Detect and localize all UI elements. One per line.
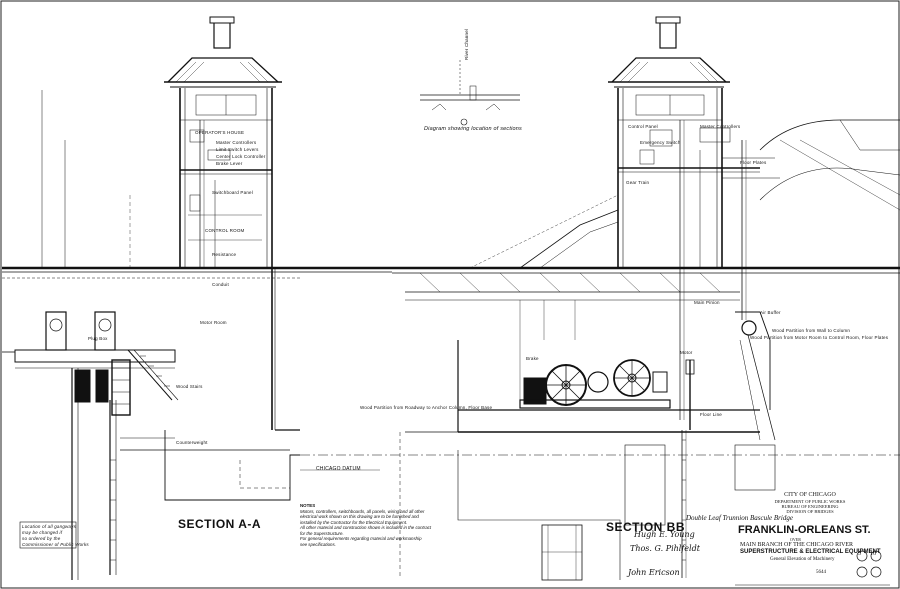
callout-right-6: Motor (680, 350, 693, 355)
callout-left-6: Conduit (212, 282, 229, 287)
callout-right-4: Gear Train (626, 180, 650, 185)
signature-approved: Thos. G. Pihlfeldt (630, 544, 700, 553)
title-sheet-title: General Elevation of Machinery (770, 557, 835, 562)
notes-heading: NOTES (300, 503, 316, 508)
title-bridge-type: Double Leaf Trunnion Bascule Bridge (686, 514, 793, 522)
section-bb-detail (541, 524, 583, 581)
bascule-truss (469, 119, 900, 269)
margin-note-line: may be changed if (22, 530, 63, 535)
section-b-title: SECTION BB (606, 520, 686, 534)
margin-note-line: so ordered by the (22, 536, 61, 541)
notes-line: For general requirements regarding mater… (300, 536, 422, 541)
callout-right-5: Main Pinion (694, 300, 720, 305)
title-division: DIVISION OF BRIDGES (786, 509, 834, 515)
callout-right-8: Air Buffer (760, 310, 781, 315)
title-city: CITY OF CHICAGO (784, 492, 836, 498)
signature-commissioner: John Ericson (628, 568, 680, 577)
title-sheet-total: 16 (870, 551, 876, 557)
callout-left-2: Center Lock Controller (216, 154, 266, 159)
title-block: CITY OF CHICAGO DEPARTMENT OF PUBLIC WOR… (735, 492, 885, 514)
margin-note-line: Commissioner of Public Works (22, 542, 89, 547)
title-department: DEPARTMENT OF PUBLIC WORKS (774, 498, 846, 504)
title-drawing-no: 5644 (816, 570, 826, 575)
notes-line: All other material and construction show… (300, 525, 432, 530)
partition-note: Wood Partition from Motor Room to Contro… (750, 335, 889, 340)
left-tower (164, 16, 300, 431)
callout-right-2: Emergency Switch (640, 140, 681, 145)
callout-left-4: Switchboard Panel (212, 190, 253, 195)
general-notes: NOTES Motors, controllers, switchboards,… (300, 503, 460, 547)
left-roadway (2, 90, 392, 279)
title-river: MAIN BRANCH OF THE CHICAGO RIVER (740, 542, 854, 548)
callout-right-1: Master Controllers (700, 124, 741, 129)
notes-line: see specifications. (300, 541, 336, 547)
right-machinery (399, 300, 776, 580)
notes-line: electrical work shown on this drawing ar… (300, 514, 419, 519)
title-bureau: BUREAU OF ENGINEERING (781, 504, 839, 510)
chicago-datum-label: CHICAGO DATUM (316, 466, 361, 472)
notes-line: installed by the Contractor for the Elec… (300, 519, 408, 525)
callout-left-3: Brake Lever (216, 161, 243, 166)
callout-right-9: Wood Partition from Wall to Column (772, 328, 851, 333)
callout-left-9: Plug Box (88, 336, 108, 341)
centre-note: Wood Partition from Roadway to Anchor Co… (360, 405, 493, 410)
section-a-title: SECTION A-A (178, 517, 262, 531)
title-name: FRANKLIN-ORLEANS ST. (738, 524, 871, 536)
right-tower (608, 16, 780, 420)
right-roadway (392, 266, 900, 301)
callout-left-8: Motor Room (200, 320, 227, 325)
callout-left-1: Limit Switch Levers (216, 147, 259, 152)
inset-caption: Diagram showing location of sections (424, 126, 522, 132)
callout-right-3: Floor Plates (740, 160, 767, 165)
callout-left-7: Wood Stairs (176, 384, 203, 389)
callout-right-0: Control Panel (628, 124, 658, 129)
title-block-frame (735, 550, 890, 586)
callout-left-0: Master Controllers (216, 140, 257, 145)
title-over: OVER (790, 537, 801, 542)
sheet-number-circle (856, 550, 868, 562)
margin-note-line: Location of all gangways (22, 524, 77, 529)
callout-right-7: Brake (526, 356, 539, 361)
callout-left-10: Counterweight (176, 440, 208, 445)
title-sheet-number: 3 (858, 551, 861, 557)
signature-engineer: Hugh E. Young (634, 530, 695, 539)
operators-house-label: OPERATOR'S HOUSE (195, 130, 245, 135)
notes-line: for the Superstructure. (300, 530, 344, 536)
sheet-total-circle (870, 550, 882, 562)
callout-right-10: Floor Line (700, 412, 723, 417)
title-contract: SUPERSTRUCTURE & ELECTRICAL EQUIPMENT (740, 549, 881, 555)
datum-line (300, 454, 900, 471)
left-machinery (2, 311, 300, 580)
control-room-label: CONTROL ROOM (205, 228, 245, 233)
notes-line: Motors, controllers, switchboards, all p… (300, 508, 425, 514)
section-location-diagram (420, 60, 520, 126)
inset-river-label: River Channel (464, 28, 469, 60)
margin-note-box (19, 521, 77, 549)
callout-left-5: Resistance (212, 252, 237, 257)
